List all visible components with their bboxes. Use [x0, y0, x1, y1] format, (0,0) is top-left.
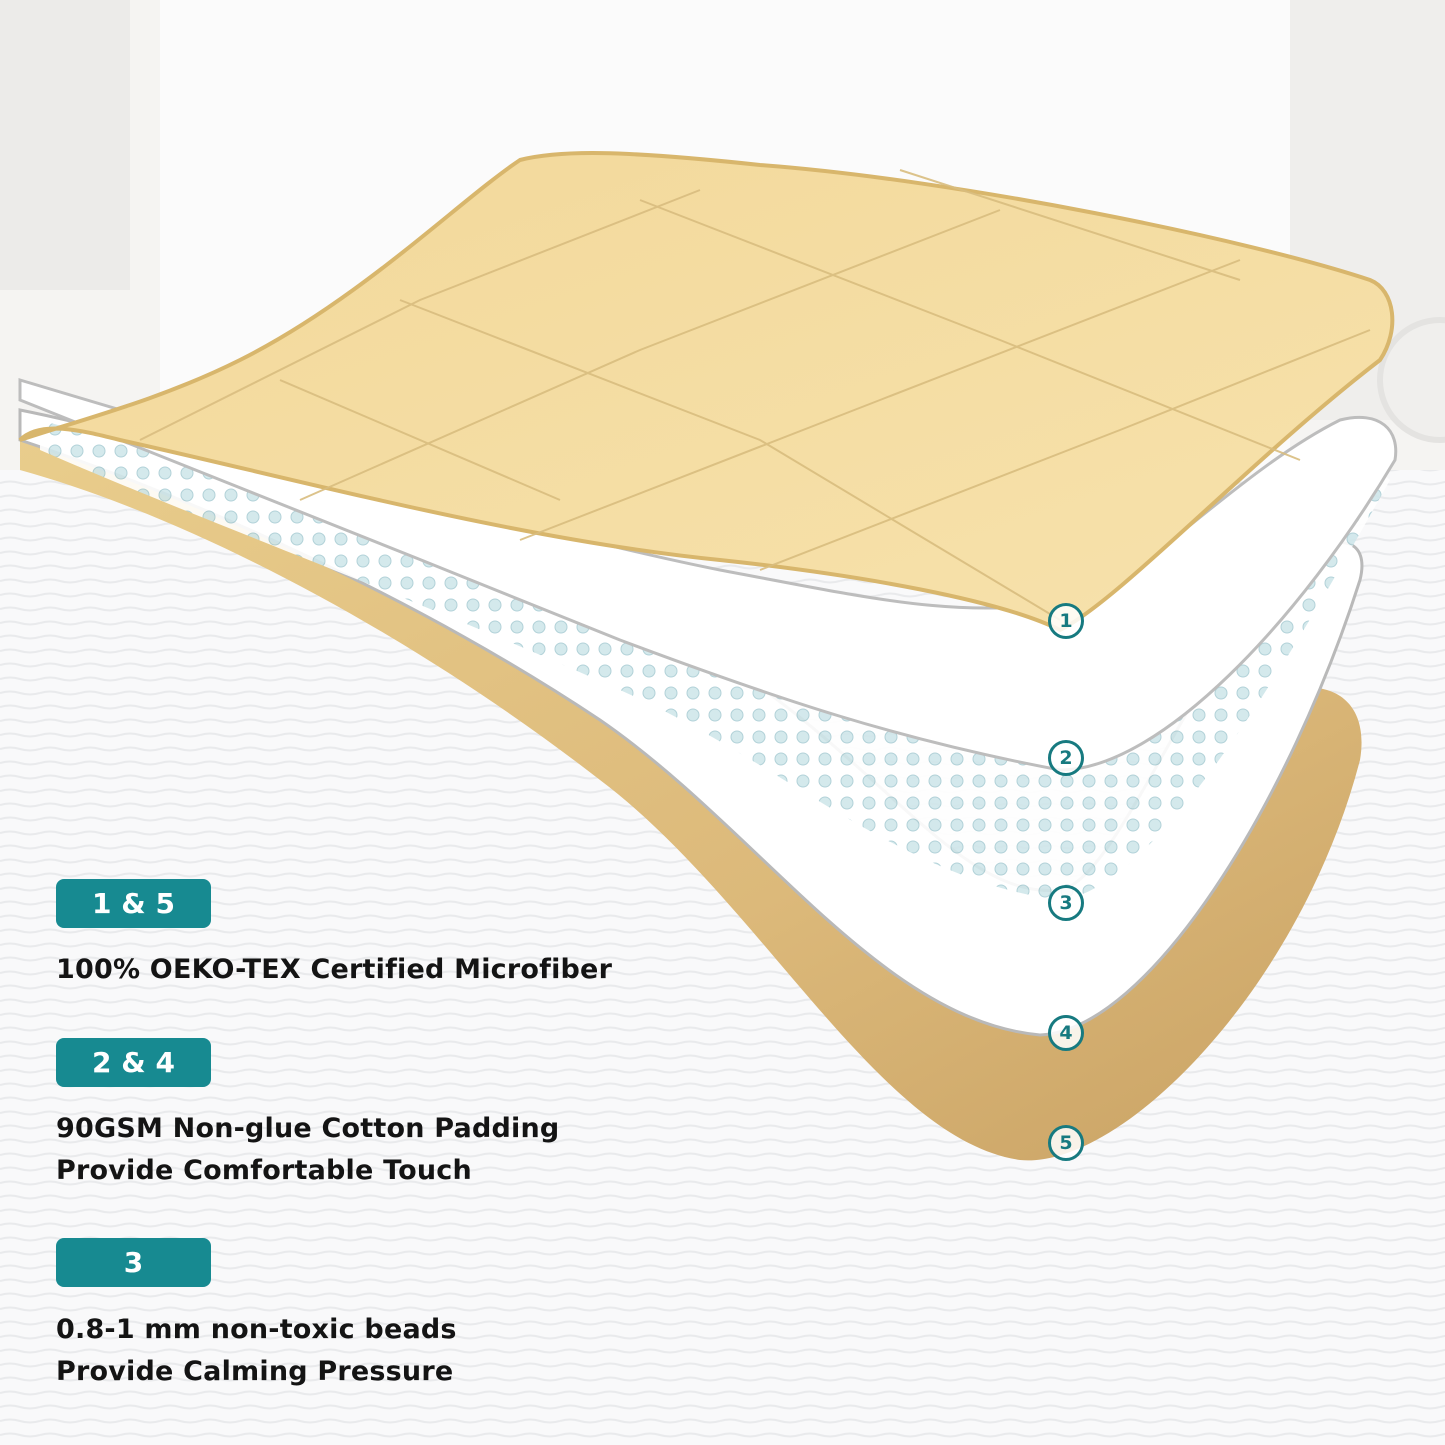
layer-marker-5: 5 — [1048, 1125, 1084, 1161]
description-line: Provide Calming Pressure — [56, 1356, 454, 1387]
description-line: 0.8-1 mm non-toxic beads — [56, 1314, 457, 1345]
description-line: Provide Comfortable Touch — [56, 1155, 472, 1186]
description-line: 100% OEKO-TEX Certified Microfiber — [56, 954, 613, 985]
layer-badge-1-5: 1 & 5 — [56, 879, 211, 928]
layer-badge-2-4: 2 & 4 — [56, 1038, 211, 1087]
layer-marker-1: 1 — [1048, 603, 1084, 639]
layer-badge-3: 3 — [56, 1238, 211, 1287]
layer-description-3: 0.8-1 mm non-toxic beads Provide Calming… — [56, 1309, 457, 1393]
layer-description-2-4: 90GSM Non-glue Cotton Padding Provide Co… — [56, 1108, 559, 1192]
layer-marker-3: 3 — [1048, 885, 1084, 921]
layer-description-1-5: 100% OEKO-TEX Certified Microfiber — [56, 949, 612, 991]
layer-marker-4: 4 — [1048, 1015, 1084, 1051]
layer-marker-2: 2 — [1048, 740, 1084, 776]
description-line: 90GSM Non-glue Cotton Padding — [56, 1113, 560, 1144]
